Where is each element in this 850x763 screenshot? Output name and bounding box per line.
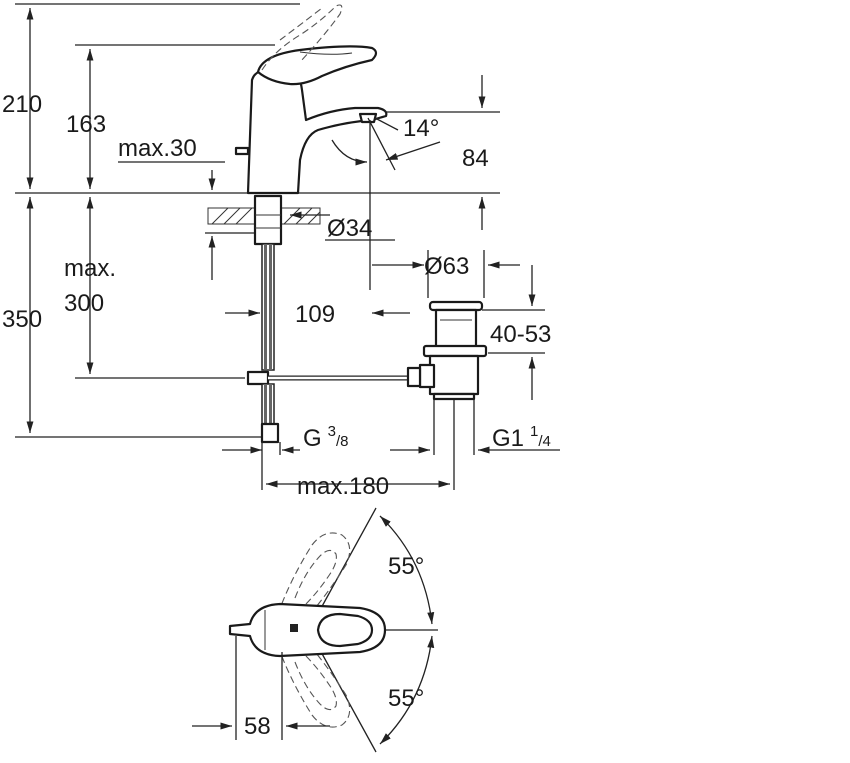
label-58: 58 [244,713,271,740]
shank [246,194,283,444]
label-84: 84 [462,145,489,172]
label-max: max. [64,255,116,282]
angle-arrow [385,141,441,161]
top-view-body [228,602,387,658]
label-40-53: 40-53 [490,321,551,348]
lever-raised-outline [261,4,343,71]
angle-arc-lower [379,635,435,745]
top-view: 55° 55° 58 [192,507,438,753]
label-dia63: Ø63 [424,253,469,280]
label-max30: max.30 [118,135,197,162]
label-g114: G1 1/4 [492,423,551,452]
label-g114-sub: /4 [538,433,551,450]
label-350: 350 [2,306,42,333]
label-dia34: Ø34 [327,215,372,242]
label-14deg: 14° [403,115,439,142]
label-300: 300 [64,290,104,317]
label-210: 210 [2,91,42,118]
label-g38-sub: /8 [336,433,349,450]
waste-valve [406,300,488,401]
label-55-upper: 55° [388,553,424,580]
label-163: 163 [66,111,106,138]
label-109: 109 [295,301,335,328]
angle-slant-line [367,117,396,171]
label-55-lower: 55° [388,685,424,712]
tap-body [234,45,388,195]
angle-arc-upper [379,515,435,625]
front-view: 210 163 max.30 14° 84 Ø34 max. 300 350 1… [2,3,560,500]
label-max180: max.180 [297,473,389,500]
label-g114-sup: 1 [530,423,538,440]
label-g38-main: G [303,425,322,452]
label-g114-main: G1 [492,425,524,452]
lever-swing-down [277,645,351,728]
angle-arc [331,139,368,166]
label-g38-sup: 3 [328,423,336,440]
angle-leader [374,117,399,131]
lever-swing-up [277,532,351,615]
